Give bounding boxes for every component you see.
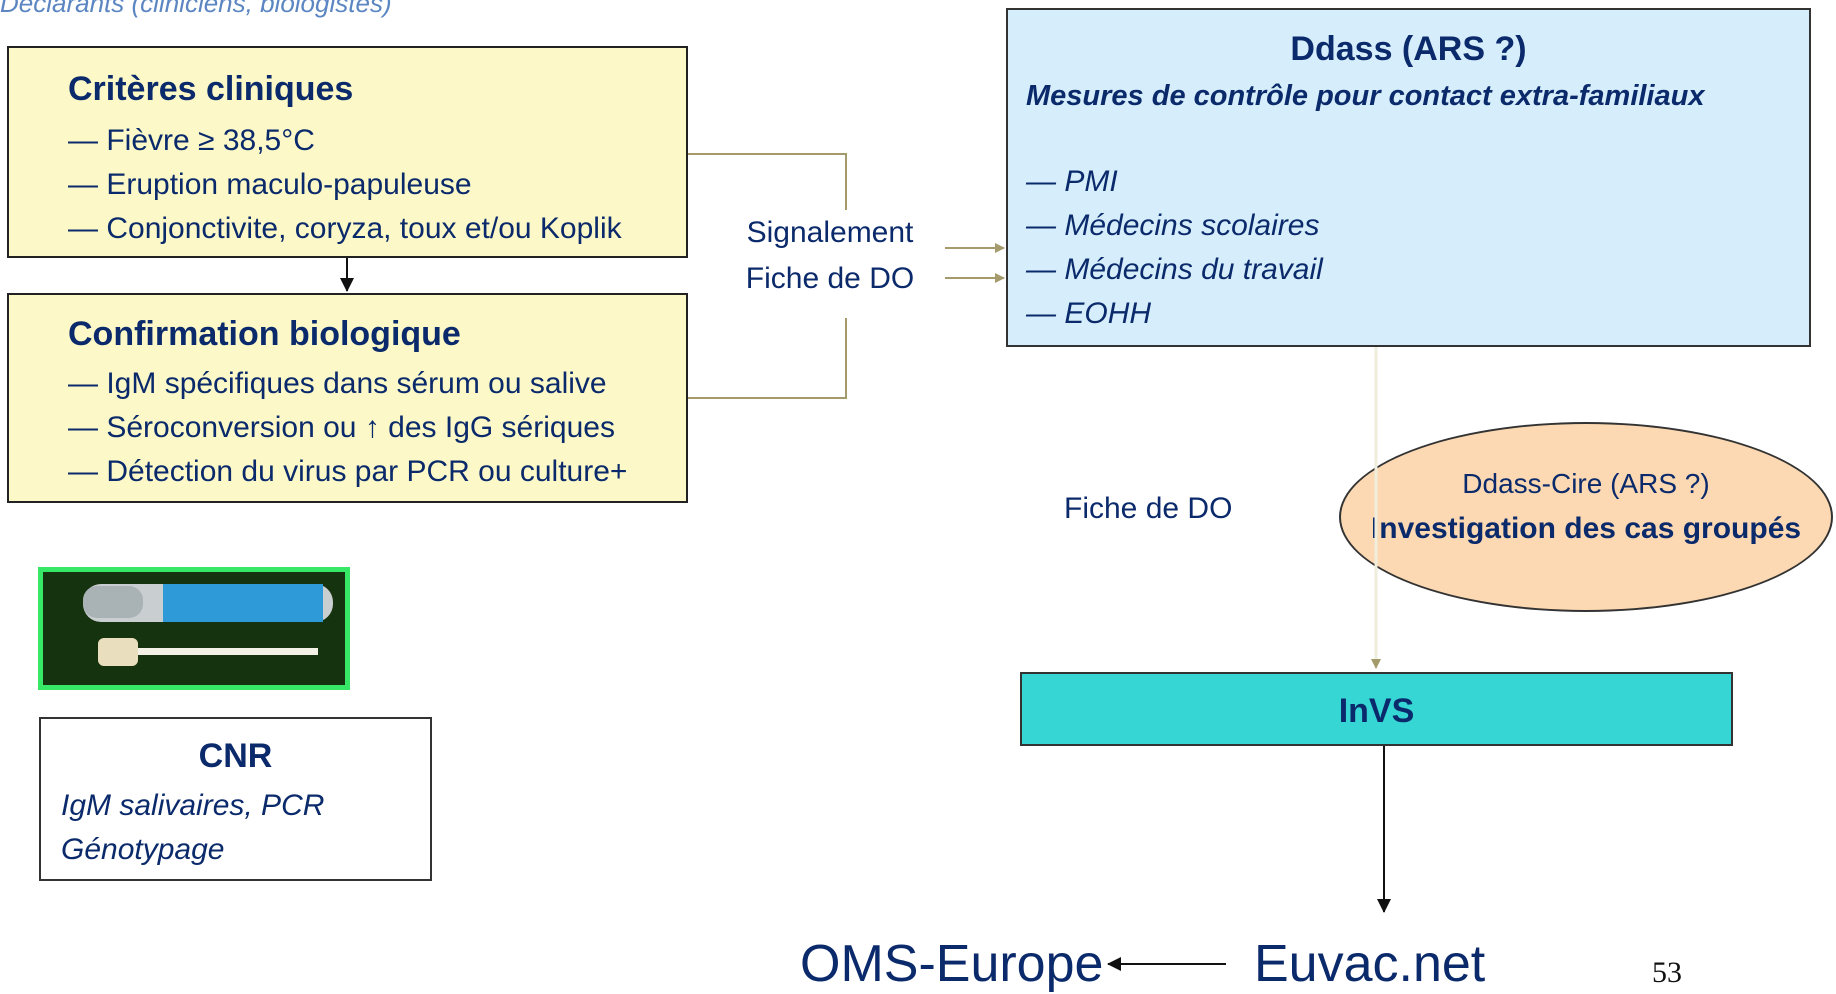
euvac-label: Euvac.net	[1254, 935, 1486, 993]
ddass-box: Ddass (ARS ?) Mesures de contrôle pour c…	[1006, 8, 1811, 347]
clinical-criteria-title: Critères cliniques	[68, 70, 354, 108]
dash-bullet-icon: —	[1026, 209, 1065, 242]
biological-confirmation-box: Confirmation biologique — IgM spécifique…	[7, 293, 688, 503]
dash-bullet-icon: —	[68, 212, 107, 245]
cnr-title: CNR	[198, 737, 273, 775]
invs-label: InVS	[1338, 692, 1415, 730]
ddass-item-text: Médecins scolaires	[1064, 209, 1320, 242]
biology-item-seroconversion: — Séroconversion ou ↑ des IgG sériques	[68, 411, 615, 445]
saliva-kit-photo	[38, 567, 350, 690]
ddass-item-text: EOHH	[1064, 297, 1152, 330]
biology-item-text: Détection du virus par PCR ou culture+	[106, 455, 628, 488]
cnr-box: CNR IgM salivaires, PCR Génotypage	[39, 717, 432, 881]
investigation-label: Investigation des cas groupés	[1370, 512, 1802, 545]
invs-box: InVS	[1020, 672, 1733, 746]
biology-item-text: IgM spécifiques dans sérum ou salive	[106, 367, 607, 400]
fiche-do-label: Fiche de DO	[745, 262, 915, 295]
clinical-item-eruption: — Eruption maculo-papuleuse	[68, 168, 472, 202]
fiche-do-lower-label: Fiche de DO	[1064, 492, 1233, 525]
biology-item-igm: — IgM spécifiques dans sérum ou salive	[68, 367, 607, 401]
declarants-header: Déclarants (cliniciens, biologistes)	[0, 0, 392, 18]
dash-bullet-icon: —	[68, 367, 107, 400]
dash-bullet-icon: —	[1026, 253, 1065, 286]
signalement-label: Signalement	[746, 216, 914, 249]
dash-bullet-icon: —	[1026, 297, 1065, 330]
dash-bullet-icon: —	[68, 455, 107, 488]
clinical-item-text: Eruption maculo-papuleuse	[106, 168, 472, 201]
page-number: 53	[1652, 956, 1682, 989]
clinical-item-fever: — Fièvre ≥ 38,5°C	[68, 124, 315, 158]
cnr-line1: IgM salivaires, PCR	[61, 789, 325, 822]
dash-bullet-icon: —	[68, 124, 107, 157]
sponge-shape	[98, 638, 138, 666]
cnr-line2: Génotypage	[61, 833, 225, 866]
clinical-item-text: Fièvre ≥ 38,5°C	[106, 124, 315, 157]
saliva-kit-image	[43, 572, 345, 685]
ddass-cire-ellipse	[1339, 422, 1833, 612]
dash-bullet-icon: —	[1026, 165, 1065, 198]
ddass-item-pmi: — PMI	[1026, 165, 1118, 199]
stick-shape	[138, 648, 318, 655]
clinical-item-text: Conjonctivite, coryza, toux et/ou Koplik	[106, 212, 622, 245]
ddass-cire-label: Ddass-Cire (ARS ?)	[1462, 468, 1710, 499]
biological-confirmation-title: Confirmation biologique	[68, 315, 461, 353]
bracket-bottom-line	[688, 318, 847, 399]
ddass-title: Ddass (ARS ?)	[1290, 30, 1527, 68]
ddass-item-eohh: — EOHH	[1026, 297, 1151, 331]
ddass-subtitle: Mesures de contrôle pour contact extra-f…	[1026, 80, 1705, 112]
dash-bullet-icon: —	[68, 411, 107, 444]
dash-bullet-icon: —	[68, 168, 107, 201]
tube-label-shape	[163, 584, 323, 622]
bracket-top-line	[688, 153, 847, 210]
biology-item-detection: — Détection du virus par PCR ou culture+	[68, 455, 627, 489]
ddass-item-scolaires: — Médecins scolaires	[1026, 209, 1319, 243]
clinical-item-conjunctivitis: — Conjonctivite, coryza, toux et/ou Kopl…	[68, 212, 622, 246]
ddass-item-travail: — Médecins du travail	[1026, 253, 1323, 287]
clinical-criteria-box: Critères cliniques — Fièvre ≥ 38,5°C — E…	[7, 46, 688, 258]
biology-item-text: Séroconversion ou ↑ des IgG sériques	[106, 411, 615, 444]
ddass-item-text: Médecins du travail	[1064, 253, 1323, 286]
ddass-item-text: PMI	[1064, 165, 1118, 198]
oms-europe-label: OMS-Europe	[800, 935, 1104, 993]
